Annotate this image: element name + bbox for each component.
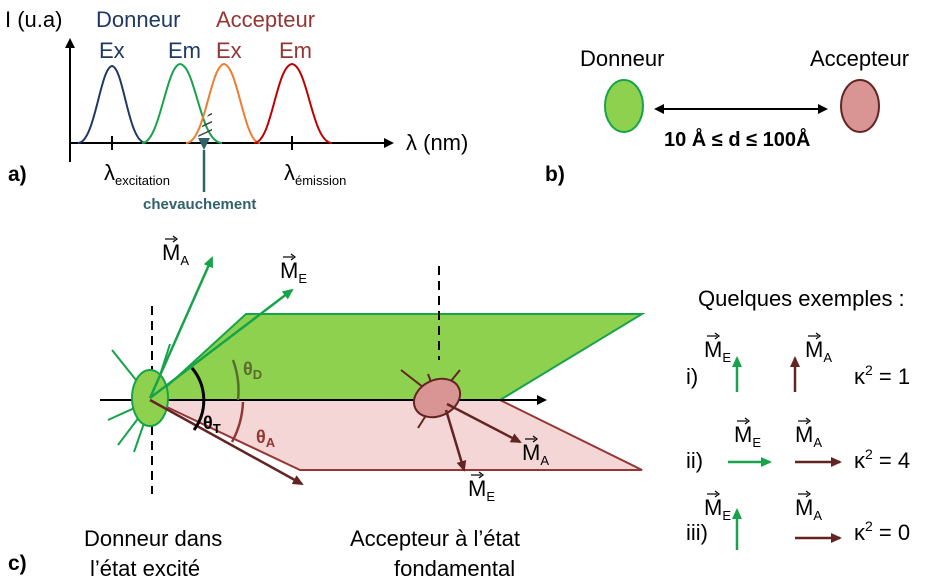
overlap-label: chevauchement <box>143 196 256 213</box>
acceptor-caption-line2: fondamental <box>394 556 515 581</box>
donor-title: Donneur <box>96 7 180 32</box>
example-iii-ma-label: MA <box>795 490 822 523</box>
example-i-me-label: ME <box>704 332 731 365</box>
donor-em-label: Em <box>168 38 201 63</box>
panel-b-label: b) <box>545 163 565 186</box>
acceptor-molecule <box>412 377 462 419</box>
acceptor-excitation-curve <box>185 62 261 144</box>
svg-text:MA: MA <box>805 337 832 365</box>
distance-label: 10 Å ≤ d ≤ 100Å <box>664 127 810 151</box>
svg-text:MA: MA <box>795 422 822 450</box>
example-i-kappa: κ2 = 1 <box>854 362 910 389</box>
donor-ma-arrow <box>148 256 214 399</box>
acceptor-caption-line1: Accepteur à l’état <box>350 526 520 551</box>
donor-emission-curve <box>141 62 223 144</box>
x-axis-label: λ (nm) <box>406 130 468 155</box>
svg-text:ME: ME <box>704 337 731 365</box>
example-i-ma-label: MA <box>805 332 832 365</box>
svg-text:MA: MA <box>162 240 189 268</box>
donor-caption-line1: Donneur dans <box>84 526 222 551</box>
acceptor-em-label: Em <box>279 38 312 63</box>
theta-t-label: θT <box>203 413 221 436</box>
donor-me-arrow <box>149 288 294 399</box>
acceptor-plane <box>151 399 643 471</box>
distance-panel: Donneur Accepteur 10 Å ≤ d ≤ 100Å b) <box>545 46 909 186</box>
example-iii-label: iii) <box>686 520 708 545</box>
examples-panel: Quelques exemples : i) ME MA κ2 = 1 ii) … <box>686 286 910 550</box>
acceptor-ex-label: Ex <box>216 38 242 63</box>
svg-text:ME: ME <box>468 476 495 504</box>
acceptor-label-b: Accepteur <box>810 46 909 71</box>
acceptor-me-label: ME <box>468 471 495 504</box>
example-ii-label: ii) <box>686 448 703 473</box>
acceptor-ma-label: MA <box>522 435 549 468</box>
svg-text:ME: ME <box>280 258 307 286</box>
y-axis-label: I (u.a) <box>5 7 62 32</box>
donor-label-b: Donneur <box>580 46 664 71</box>
svg-text:ME: ME <box>704 495 731 523</box>
lambda-excitation-label: λexcitation <box>104 160 170 188</box>
acceptor-ellipse <box>840 79 880 133</box>
panel-a-label: a) <box>8 163 27 186</box>
theta-a-arc <box>230 401 245 443</box>
donor-plane <box>149 313 646 401</box>
acceptor-title: Accepteur <box>216 7 315 32</box>
example-i-label: i) <box>686 364 698 389</box>
acceptor-projection-arrow <box>149 398 304 486</box>
spectra-panel: I (u.a) λ (nm) Donneur Accepteur Ex Em E… <box>5 7 468 213</box>
donor-ellipse <box>604 79 644 133</box>
donor-ex-label: Ex <box>99 38 125 63</box>
donor-excitation-curve <box>77 64 147 144</box>
donor-me-label: ME <box>280 253 307 286</box>
example-ii-ma-label: MA <box>795 417 822 450</box>
example-iii-me-label: ME <box>704 490 731 523</box>
donor-caption-line2: l’état excité <box>90 556 200 581</box>
theta-d-arc <box>231 359 240 401</box>
example-ii-kappa: κ2 = 4 <box>854 446 910 473</box>
acceptor-me-arrow <box>444 409 467 472</box>
svg-text:ME: ME <box>734 422 761 450</box>
svg-text:MA: MA <box>522 440 549 468</box>
examples-title: Quelques exemples : <box>698 286 905 311</box>
lambda-emission-label: λémission <box>284 160 346 188</box>
example-iii-kappa: κ2 = 0 <box>854 518 910 545</box>
svg-text:MA: MA <box>795 495 822 523</box>
theta-d-label: θD <box>243 359 262 382</box>
acceptor-ma-arrow <box>446 402 522 444</box>
orientation-panel: θD θT θA MA ME MA ME Donn <box>8 235 646 581</box>
panel-c-label: c) <box>8 552 27 575</box>
acceptor-emission-curve <box>253 62 333 144</box>
donor-ma-label: MA <box>162 235 189 268</box>
theta-a-label: θA <box>256 427 276 450</box>
example-ii-me-label: ME <box>734 417 761 450</box>
theta-t-arc <box>190 367 206 431</box>
